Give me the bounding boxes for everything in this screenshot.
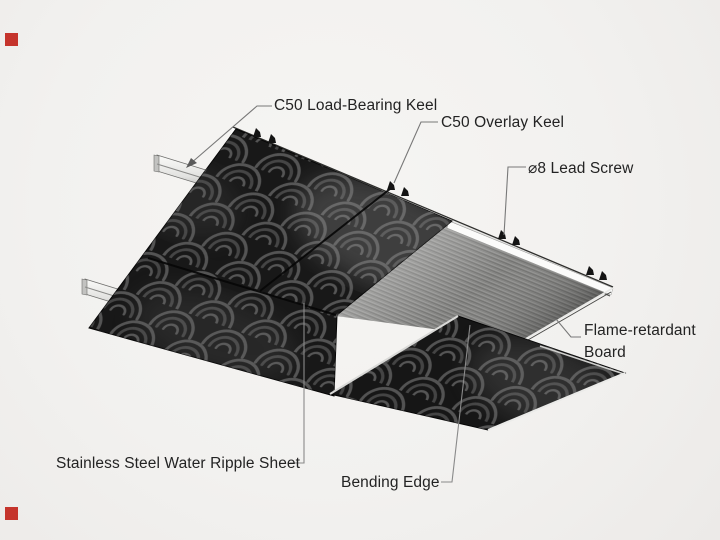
red-marker-top-left	[5, 33, 18, 46]
leader-bending-edge-line	[441, 324, 471, 483]
lead-screw-clip	[387, 181, 409, 196]
leader-flame-retardant-line	[555, 318, 581, 338]
label-lead-screw: ⌀8 Lead Screw	[528, 160, 634, 177]
bending-edge-highlight-left	[329, 315, 459, 395]
lead-screw-clip	[253, 128, 276, 143]
label-bending-edge: Bending Edge	[341, 474, 440, 491]
label-water-ripple-sheet: Stainless Steel Water Ripple Sheet	[56, 455, 301, 472]
lead-screw-clip	[498, 230, 520, 245]
lead-screw-clip	[586, 266, 607, 280]
leader-ripple-sheet-line	[290, 303, 305, 464]
label-load-bearing-keel: C50 Load-Bearing Keel	[274, 97, 438, 114]
bending-edge-highlight-right	[487, 372, 626, 431]
leader-lead-screw-line	[503, 166, 526, 236]
panel-seam-horizontal	[147, 257, 337, 316]
label-flame-retardant-line1: Flame-retardant	[584, 322, 696, 339]
flame-retardant-board	[336, 220, 614, 345]
red-marker-bottom-left	[5, 507, 18, 520]
bending-edge-highlight-top	[539, 345, 625, 375]
overlay-keel-seam	[259, 188, 391, 292]
leader-overlay-keel-line	[393, 121, 438, 184]
label-flame-retardant-line2: Board	[584, 344, 626, 361]
lead-screw-clips	[253, 128, 607, 280]
label-overlay-keel: C50 Overlay Keel	[441, 114, 565, 131]
leader-load-bearing-keel-line	[189, 105, 272, 165]
leader-arrowhead	[186, 158, 197, 168]
